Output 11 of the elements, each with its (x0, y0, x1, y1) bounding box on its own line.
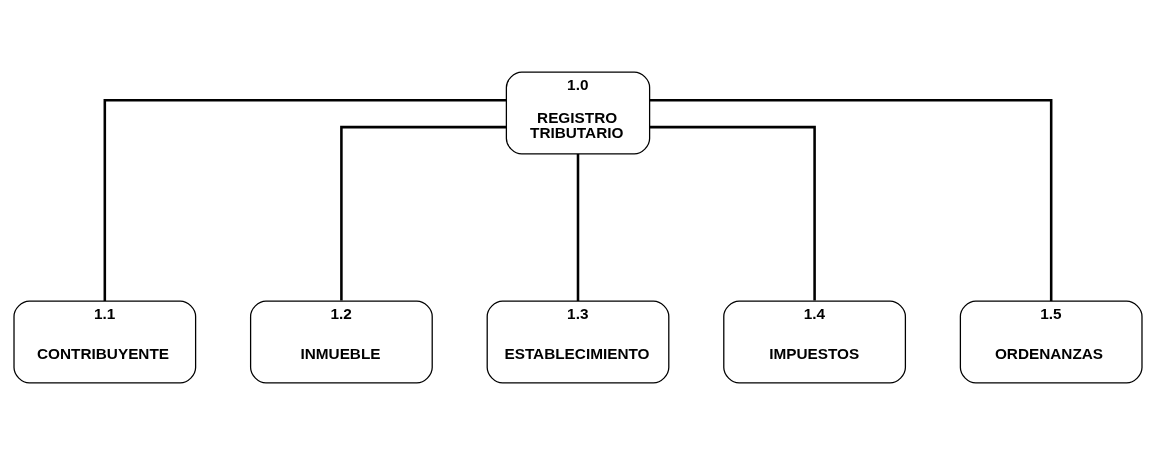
connector (103, 98, 507, 301)
connector (340, 125, 507, 301)
node-box: 1.2 INMUEBLE (249, 300, 433, 384)
node-box: 1.1 CONTRIBUYENTE (13, 300, 197, 384)
connector (649, 98, 1053, 301)
connector (649, 125, 816, 301)
node-box: 1.0 REGISTRO TRIBUTARIO (505, 71, 651, 155)
connector (576, 153, 580, 301)
node-box: 1.3 ESTABLECIMIENTO (486, 300, 670, 384)
node-box: 1.5 ORDENANZAS (959, 300, 1143, 384)
node-box: 1.4 IMPUESTOS (723, 300, 907, 384)
